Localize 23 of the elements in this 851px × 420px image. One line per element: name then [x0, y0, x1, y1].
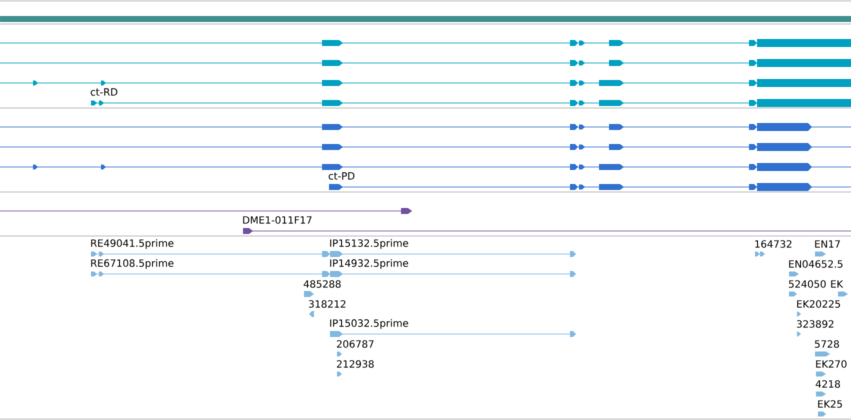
- feature-label: 164732: [755, 240, 792, 248]
- feature-label: ct-RD: [90, 88, 118, 96]
- feature-label: 206787: [336, 340, 374, 348]
- feature-label: RE49041.5prime: [91, 239, 174, 249]
- feature-label: IP15132.5prime: [330, 239, 408, 249]
- feature-label: EN04652.5: [789, 260, 842, 268]
- feature-label: 485288: [304, 280, 341, 288]
- feature-label: EK20225: [797, 300, 840, 308]
- feature-label: EK: [831, 280, 844, 288]
- feature-label: 5728: [814, 340, 839, 348]
- feature-label: DME1-011F17: [243, 216, 312, 224]
- feature-label: 524050: [788, 280, 826, 288]
- feature-label: RE67108.5prime: [91, 259, 174, 269]
- feature-label: 318212: [308, 300, 346, 308]
- feature-label: EK270: [816, 360, 846, 368]
- feature-label: 323892: [796, 320, 834, 328]
- feature-label: IP14932.5prime: [330, 259, 408, 269]
- feature-label: 212938: [336, 360, 374, 368]
- feature-label: 4218: [816, 380, 840, 388]
- feature-label: EN17: [815, 240, 840, 248]
- feature-label: EK25: [818, 400, 842, 408]
- feature-label: ct-PD: [328, 172, 354, 180]
- feature-label: IP15032.5prime: [330, 319, 408, 329]
